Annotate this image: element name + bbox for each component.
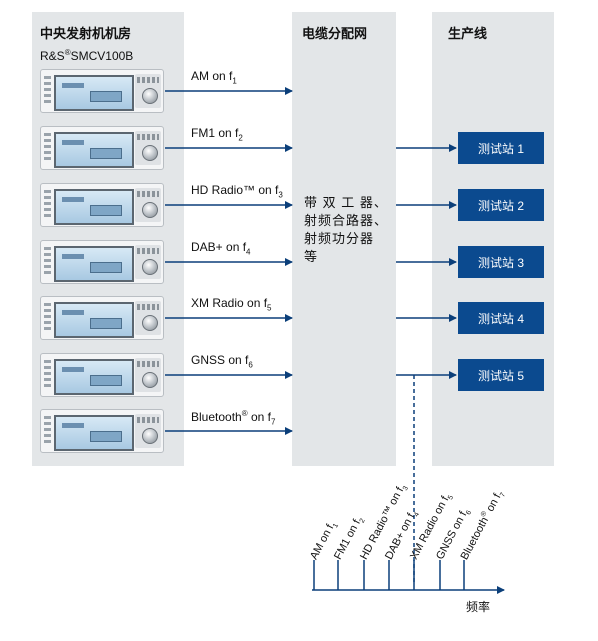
device-screen bbox=[54, 359, 134, 395]
rotary-knob-icon bbox=[142, 202, 158, 218]
signal-label: GNSS on f6 bbox=[191, 353, 253, 370]
signal-generator-device bbox=[40, 353, 164, 397]
device-ports bbox=[44, 247, 51, 277]
signal-label: DAB+ on f4 bbox=[191, 240, 251, 257]
rotary-knob-icon bbox=[142, 428, 158, 444]
rotary-knob-icon bbox=[142, 145, 158, 161]
signal-generator-device bbox=[40, 240, 164, 284]
rotary-knob-icon bbox=[142, 88, 158, 104]
device-ports bbox=[44, 360, 51, 390]
test-station: 测试站 2 bbox=[458, 189, 544, 221]
device-buttons bbox=[137, 304, 159, 310]
device-ports bbox=[44, 133, 51, 163]
signal-label: XM Radio on f5 bbox=[191, 296, 272, 313]
device-buttons bbox=[137, 191, 159, 197]
rotary-knob-icon bbox=[142, 259, 158, 275]
signal-generator-device bbox=[40, 296, 164, 340]
frequency-axis-label: 频率 bbox=[466, 600, 491, 614]
signal-label: AM on f1 bbox=[191, 69, 237, 86]
device-screen bbox=[54, 189, 134, 225]
production-line-title: 生产线 bbox=[448, 26, 488, 41]
test-station: 测试站 5 bbox=[458, 359, 544, 391]
cable-network-title: 电缆分配网 bbox=[302, 26, 368, 41]
signal-label: FM1 on f2 bbox=[191, 126, 243, 143]
signal-label: Bluetooth® on f7 bbox=[191, 409, 276, 427]
signal-generator-device bbox=[40, 183, 164, 227]
device-ports bbox=[44, 76, 51, 106]
signal-generator-device bbox=[40, 126, 164, 170]
device-buttons bbox=[137, 77, 159, 83]
combiner-description: 带 双 工 器、 射频合路器、 射频功分器 等 bbox=[304, 195, 389, 264]
test-station: 测试站 1 bbox=[458, 132, 544, 164]
device-ports bbox=[44, 190, 51, 220]
device-ports bbox=[44, 416, 51, 446]
rotary-knob-icon bbox=[142, 315, 158, 331]
test-station: 测试站 4 bbox=[458, 302, 544, 334]
device-screen bbox=[54, 415, 134, 451]
signal-label: HD Radio™ on f3 bbox=[191, 183, 283, 200]
device-screen bbox=[54, 132, 134, 168]
device-screen bbox=[54, 246, 134, 282]
signal-generator-device bbox=[40, 69, 164, 113]
device-ports bbox=[44, 303, 51, 333]
test-station: 测试站 3 bbox=[458, 246, 544, 278]
device-buttons bbox=[137, 417, 159, 423]
device-screen bbox=[54, 302, 134, 338]
device-screen bbox=[54, 75, 134, 111]
device-buttons bbox=[137, 361, 159, 367]
signal-generator-device bbox=[40, 409, 164, 453]
cable-network-panel bbox=[292, 12, 396, 466]
device-buttons bbox=[137, 134, 159, 140]
device-buttons bbox=[137, 248, 159, 254]
transmitter-room-title: 中央发射机机房 bbox=[40, 26, 132, 41]
rotary-knob-icon bbox=[142, 372, 158, 388]
device-model-label: R&S®SMCV100B bbox=[40, 48, 134, 63]
